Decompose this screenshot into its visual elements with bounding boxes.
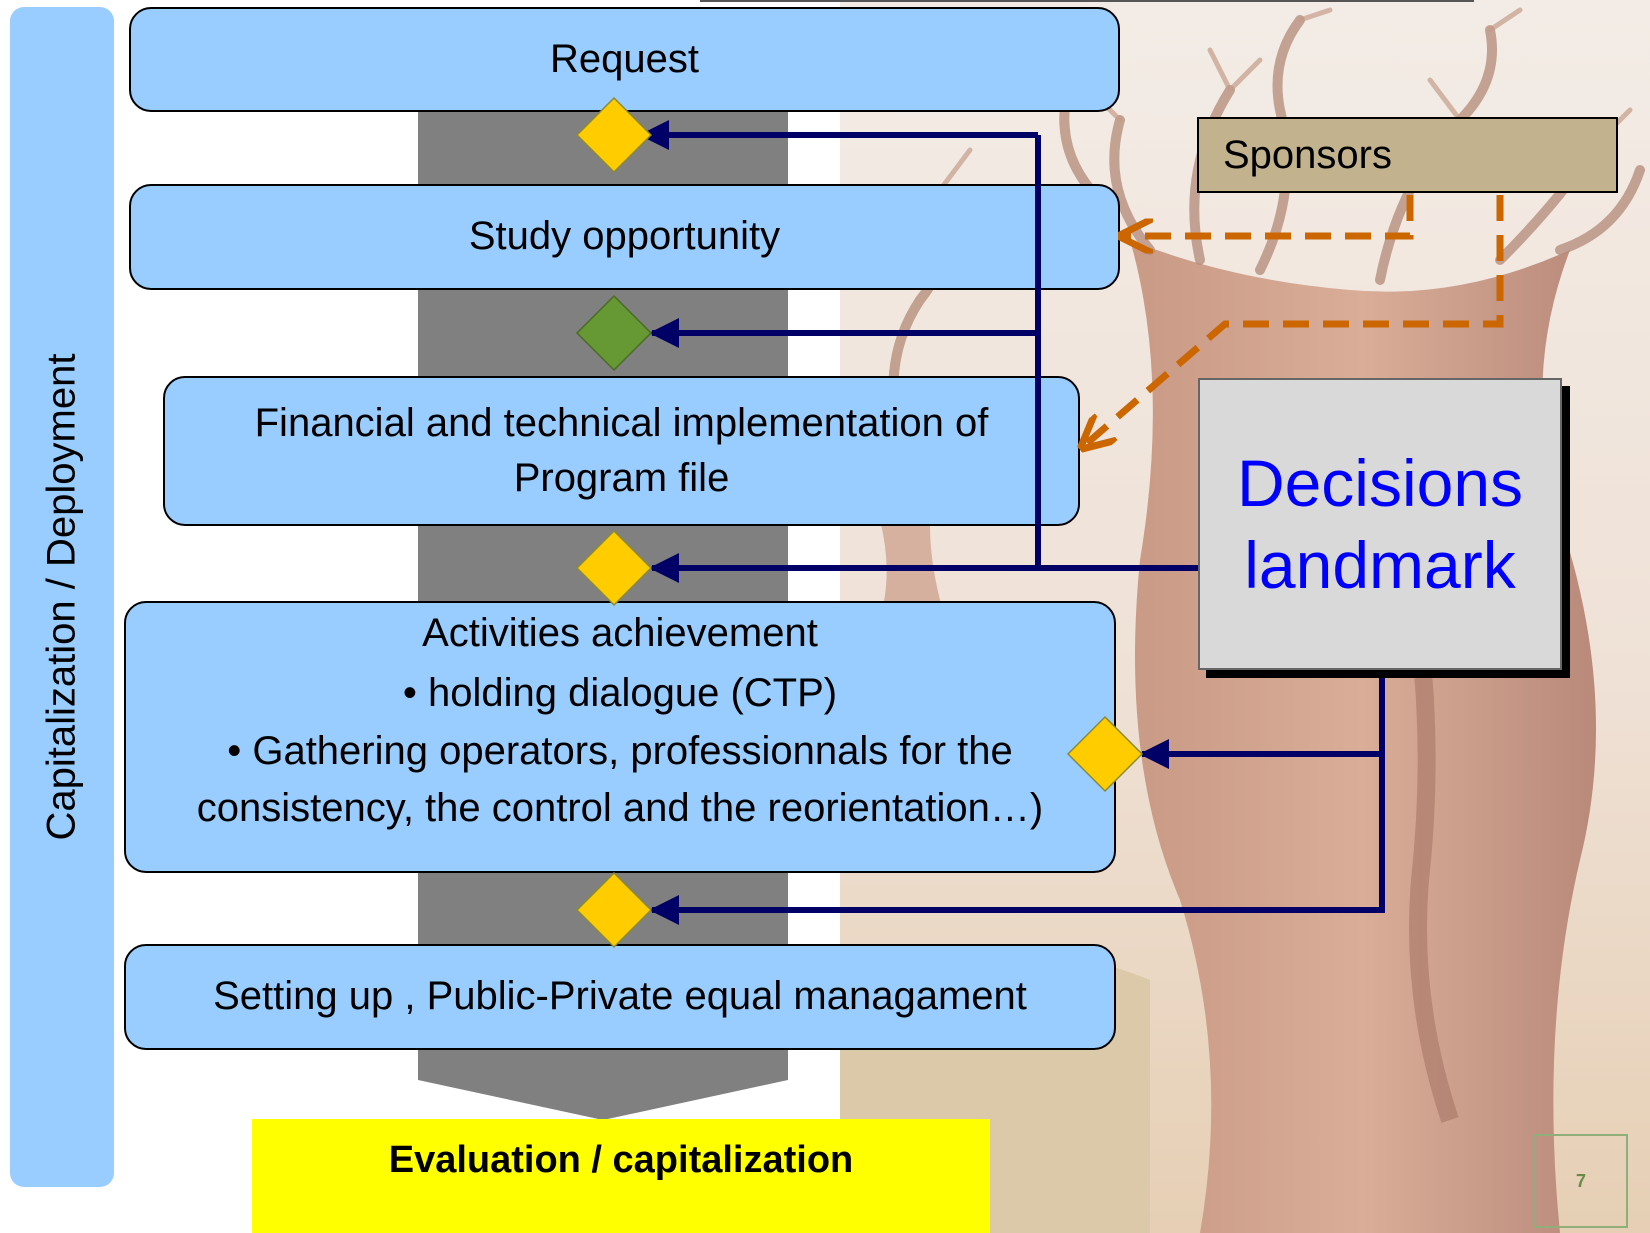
step-activities-achievement: Activities achievement • holding dialogu… [124,601,1116,873]
side-label-text: Capitalization / Deployment [39,353,84,841]
step-request-label: Request [550,36,699,81]
sponsors-box: Sponsors [1197,117,1618,193]
step-activities-title: Activities achievement [422,611,818,655]
step-study-label: Study opportunity [468,214,781,259]
step-study-opportunity: Study opportunity [129,184,1120,290]
page-number: 7 [1534,1134,1628,1228]
top-rule [700,0,1474,2]
page-number-value: 7 [1575,1170,1586,1191]
step-financial-line2: Program file [513,456,730,500]
evaluation-box: Evaluation / capitalization [252,1119,990,1233]
step-request: Request [129,7,1120,112]
step-financial-implementation: Financial and technical implementation o… [163,376,1080,526]
decisions-landmark-box: Decisions landmark [1198,378,1562,670]
side-label-panel: Capitalization / Deployment [10,7,114,1187]
sponsors-label: Sponsors [1223,132,1392,177]
decisions-line1: Decisions [1236,445,1524,520]
step-setting-up-label: Setting up , Public-Private equal managa… [213,974,1027,1019]
step-financial-line1: Financial and technical implementation o… [254,400,989,445]
step-activities-bullet1: • holding dialogue (CTP) [402,671,838,715]
decisions-line2: landmark [1244,528,1516,602]
evaluation-label: Evaluation / capitalization [388,1139,854,1181]
step-activities-bullet2: • Gathering operators, professionnals fo… [196,729,1044,830]
step-setting-up: Setting up , Public-Private equal managa… [124,944,1116,1050]
